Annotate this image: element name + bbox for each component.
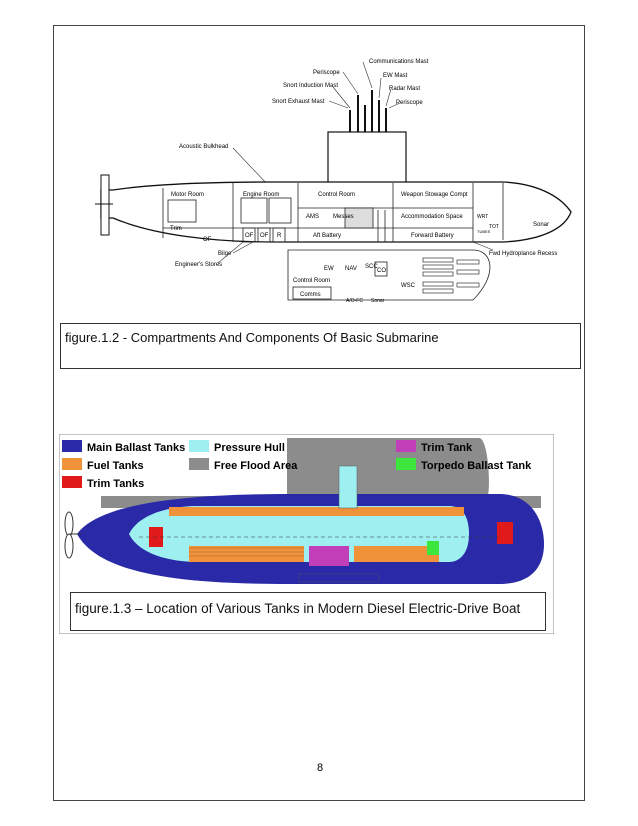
sonar-inset-label: Sonar [371,298,385,304]
trim-tank-fwd [497,522,513,544]
legend: Main Ballast Tanks Fuel Tanks Trim Tanks… [62,440,532,490]
tot-label: TOT [489,224,499,230]
communications-mast-label: Communications Mast [369,59,429,65]
trim-tank-center [309,546,349,566]
trim-label: Trim [170,226,182,232]
bilge-label: Bilge [218,251,232,257]
legend-swatch-fuel [62,458,82,470]
r-label: R [277,233,282,239]
legend-swatch-pressure-hull [189,440,209,452]
legend-label-trim-tanks: Trim Tanks [87,478,144,490]
motor-room-label: Motor Room [171,192,204,198]
control-room-inset-label: Control Room [293,278,330,284]
sail-mast [338,465,358,509]
free-flood-sail [287,438,489,498]
wrt-label: WRT [477,214,488,220]
masts [349,90,387,132]
wsc-label: WSC [401,283,416,289]
snort-induction-mast-label: Snort Induction Mast [283,83,338,89]
hull-outline [100,181,572,243]
nav-label: NAV [345,266,357,272]
scc-label: SCC [365,264,378,270]
forward-battery-label: Forward Battery [411,233,454,239]
legend-swatch-free-flood [189,458,209,470]
legend-label-free-flood: Free Flood Area [214,460,298,472]
aft-battery-label: Aft Battery [313,233,341,239]
comms-label: Comms [300,292,321,298]
ams-label: AMS [306,214,319,220]
legend-label-fuel: Fuel Tanks [87,460,144,472]
engineers-stores-label: Engineer's Stores [175,262,222,268]
torpedo-ballast-tank [427,541,439,555]
sail-outline [327,131,407,185]
legend-label-pressure-hull: Pressure Hull [214,442,285,454]
legend-swatch-torpedo-ballast [396,458,416,470]
page-border [53,25,585,801]
weapon-stowage-label: Weapon Stowage Compt [401,192,468,198]
legend-swatch-trim-tank [396,440,416,452]
legend-label-main-ballast: Main Ballast Tanks [87,442,185,454]
legend-label-torpedo-ballast: Torpedo Ballast Tank [421,460,532,472]
sonar-label: Sonar [533,222,549,228]
ew-mast-label: EW Mast [383,73,408,79]
acoustic-bulkhead-label: Acoustic Bulkhead [179,144,228,150]
figure-1-3-caption: figure.1.3 – Location of Various Tanks i… [70,592,546,631]
figure-1-2-caption: figure.1.2 - Compartments And Components… [60,323,581,369]
propeller [64,511,81,559]
fuel-tanks [169,507,464,562]
periscope-top-label: Periscope [313,70,340,76]
fwd-hydroplane-recess-label: Fwd Hydroplance Recess [489,251,557,257]
snort-exhaust-mast-label: Snort Exhaust Mast [272,99,325,105]
engine-room-label: Engine Room [243,192,279,198]
tubes-label: TUBES [477,229,491,234]
rudder [100,174,110,236]
messes-label: Messes [333,214,354,220]
of-label-2: OF [245,233,254,239]
submarine-compartments-diagram: Communications Mast Periscope EW Mast Sn… [95,59,572,304]
of-label-3: OF [260,233,269,239]
of-label-1: OF [203,237,212,243]
control-room-plan-inset [287,249,491,301]
page-number: 8 [316,762,324,774]
legend-label-trim-tank: Trim Tank [421,442,473,454]
ew-label: EW [324,266,334,272]
accommodation-space-label: Accommodation Space [401,214,463,220]
legend-swatch-trim-tanks [62,476,82,488]
co-label: CO [377,268,386,274]
control-room-label: Control Room [318,192,355,198]
periscope-right-label: Periscope [396,100,423,106]
legend-swatch-main-ballast [62,440,82,452]
radar-mast-label: Radar Mast [389,86,420,92]
afcfc-label: A/O-FC [346,298,363,304]
